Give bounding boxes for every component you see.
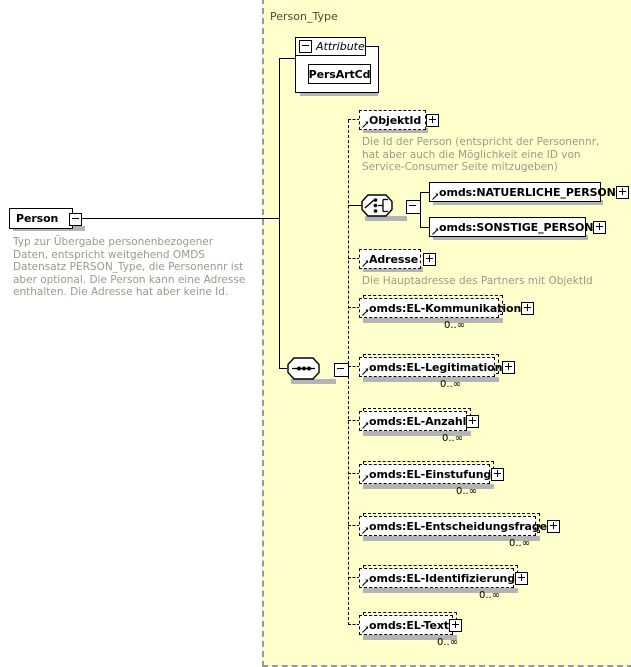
element-reference-icon — [362, 579, 369, 586]
connector-to-el-legitimation — [348, 366, 360, 367]
element-el-einstufung-label: omds:EL-Einstufung — [369, 467, 492, 481]
el-einstufung-expand-toggle[interactable] — [491, 467, 505, 481]
element-objektid[interactable]: ObjektId — [359, 110, 440, 130]
attribute-persartcd[interactable]: PersArtCd — [308, 64, 371, 84]
connector-person-to-type — [74, 218, 280, 219]
connector-to-natuerliche-person — [420, 192, 430, 193]
element-reference-icon — [362, 475, 369, 482]
el-anzahl-shadow — [363, 431, 471, 436]
attribute-collapse-toggle[interactable] — [299, 40, 312, 53]
el-anzahl-expand-toggle[interactable] — [466, 414, 480, 428]
complex-type-label: Person_Type — [270, 10, 338, 23]
element-reference-icon — [432, 228, 439, 235]
element-reference-icon — [362, 626, 369, 633]
connector-to-el-einstufung — [348, 473, 360, 474]
el-anzahl-occurrence: 0..∞ — [442, 433, 464, 444]
element-el-anzahl-label: omds:EL-Anzahl — [369, 414, 467, 428]
element-person-label: Person — [16, 212, 59, 225]
person-documentation: Typ zur Übergabe personenbezogener Daten… — [13, 236, 246, 298]
objektid-shadow — [363, 128, 428, 133]
connector-to-el-anzahl — [348, 420, 360, 421]
el-einstufung-shadow — [363, 484, 494, 489]
el-kommunikation-expand-toggle[interactable] — [521, 301, 535, 315]
connector-to-el-identifizierung — [348, 577, 360, 578]
el-einstufung-occurrence: 0..∞ — [456, 486, 478, 497]
objektid-documentation: Die Id der Person (entspricht der Person… — [362, 136, 600, 173]
element-reference-icon — [432, 193, 439, 200]
element-adresse[interactable]: Adresse — [359, 249, 437, 269]
connector-to-adresse — [348, 258, 360, 259]
connector-to-el-kommunikation — [348, 307, 360, 308]
sonstige-person-shadow — [433, 235, 588, 240]
element-natuerliche-person-label: omds:NATUERLICHE_PERSON — [439, 185, 616, 199]
attribute-group-label: Attribute — [316, 40, 365, 53]
element-el-text[interactable]: omds:EL-Text — [359, 615, 462, 635]
adresse-expand-toggle[interactable] — [423, 252, 437, 266]
choice-compositor-shadow — [365, 216, 407, 221]
sequence-collapse-toggle[interactable] — [334, 363, 349, 377]
connector-to-el-text — [348, 624, 360, 625]
element-el-anzahl[interactable]: omds:EL-Anzahl — [359, 411, 480, 431]
connector-to-sonstige-person — [420, 227, 430, 228]
element-reference-icon — [362, 260, 369, 267]
choice-collapse-toggle[interactable] — [406, 200, 421, 214]
connector-to-el-entscheidungsfrage — [348, 525, 360, 526]
el-entscheidungsfrage-occurrence: 0..∞ — [509, 538, 531, 549]
element-adresse-label: Adresse — [369, 252, 419, 266]
element-reference-icon — [362, 309, 369, 316]
element-natuerliche-person[interactable]: omds:NATUERLICHE_PERSON — [429, 182, 629, 202]
connector-to-objektid — [348, 119, 360, 120]
attribute-persartcd-label: PersArtCd — [308, 67, 371, 81]
element-reference-icon — [362, 121, 369, 128]
connector-bus-to-choice — [348, 205, 362, 206]
el-text-expand-toggle[interactable] — [448, 618, 462, 632]
el-identifizierung-shadow — [363, 588, 518, 593]
sequence-compositor-shadow — [291, 379, 336, 384]
element-el-entscheidungsfrage-label: omds:EL-Entscheidungsfrage — [369, 519, 547, 533]
connector-trunk-to-sequence — [279, 368, 287, 369]
element-person[interactable]: Person — [9, 208, 73, 229]
sequence-compositor[interactable] — [287, 357, 330, 380]
el-identifizierung-expand-toggle[interactable] — [515, 571, 529, 585]
person-collapse-toggle[interactable] — [69, 213, 82, 226]
sonstige-person-expand-toggle[interactable] — [593, 220, 607, 234]
el-kommunikation-shadow — [363, 318, 503, 323]
adresse-documentation: Die Hauptadresse des Partners mit Objekt… — [362, 275, 593, 287]
el-text-occurrence: 0..∞ — [437, 637, 459, 648]
element-el-text-label: omds:EL-Text — [369, 618, 449, 632]
element-el-einstufung[interactable]: omds:EL-Einstufung — [359, 464, 505, 484]
element-reference-icon — [362, 368, 369, 375]
element-reference-icon — [362, 527, 369, 534]
element-objektid-label: ObjektId — [369, 113, 422, 127]
el-legitimation-expand-toggle[interactable] — [502, 360, 516, 374]
el-entscheidungsfrage-expand-toggle[interactable] — [547, 519, 560, 533]
objektid-expand-toggle[interactable] — [426, 113, 440, 127]
el-text-shadow — [363, 635, 457, 640]
element-el-kommunikation-label: omds:EL-Kommunikation — [369, 301, 522, 315]
natuerliche-person-expand-toggle[interactable] — [615, 185, 629, 199]
element-el-entscheidungsfrage[interactable]: omds:EL-Entscheidungsfrage — [359, 516, 560, 536]
choice-compositor[interactable] — [361, 194, 402, 217]
complex-type-container — [262, 0, 631, 667]
element-reference-icon — [362, 422, 369, 429]
element-el-identifizierung-label: omds:EL-Identifizierung — [369, 571, 516, 585]
attribute-frame-shadow — [300, 91, 378, 96]
el-identifizierung-occurrence: 0..∞ — [479, 590, 501, 601]
el-entscheidungsfrage-shadow — [363, 536, 540, 541]
element-sonstige-person-label: omds:SONSTIGE_PERSON — [439, 220, 594, 234]
natuerliche-person-shadow — [433, 200, 603, 205]
el-kommunikation-occurrence: 0..∞ — [444, 320, 466, 331]
element-el-legitimation[interactable]: omds:EL-Legitimation — [359, 357, 516, 377]
connector-type-trunk — [279, 58, 280, 369]
el-legitimation-shadow — [363, 377, 499, 382]
el-legitimation-occurrence: 0..∞ — [440, 379, 462, 390]
element-el-identifizierung[interactable]: omds:EL-Identifizierung — [359, 568, 529, 588]
connector-trunk-to-attribute — [279, 58, 296, 59]
element-el-legitimation-label: omds:EL-Legitimation — [369, 360, 503, 374]
element-sonstige-person[interactable]: omds:SONSTIGE_PERSON — [429, 217, 607, 237]
adresse-shadow — [363, 267, 423, 272]
attribute-group-header[interactable]: Attribute — [295, 37, 366, 56]
element-el-kommunikation[interactable]: omds:EL-Kommunikation — [359, 298, 535, 318]
